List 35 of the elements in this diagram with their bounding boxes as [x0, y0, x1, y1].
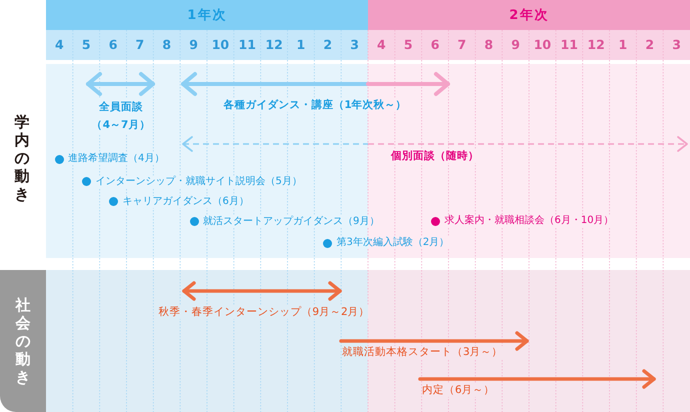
year-header-band: [46, 0, 368, 30]
row-heading: 学内の動き: [14, 113, 30, 203]
month-label: 11: [238, 38, 256, 52]
month-label: 5: [404, 38, 413, 52]
month-label: 8: [484, 38, 494, 52]
month-label: 4: [377, 38, 386, 52]
month-label: 12: [265, 38, 283, 52]
month-label: 5: [82, 38, 91, 52]
month-label: 12: [587, 38, 605, 52]
month-label: 4: [55, 38, 64, 52]
month-label: 6: [108, 38, 118, 52]
month-label: 1: [618, 38, 628, 52]
month-label: 9: [511, 38, 520, 52]
month-label: 6: [430, 38, 440, 52]
month-label: 11: [560, 38, 578, 52]
month-label: 1: [296, 38, 306, 52]
year-label: 2年次: [509, 7, 549, 24]
month-label: 8: [162, 38, 172, 52]
month-label: 2: [323, 38, 332, 52]
period-label: 就職活動本格スタート（3月～）: [342, 346, 503, 359]
row-heading: 社会の動き: [15, 296, 31, 386]
month-label: 9: [189, 38, 198, 52]
month-label: 10: [534, 38, 552, 52]
period-label: 個別面談（随時）: [391, 150, 479, 163]
month-label: 10: [212, 38, 230, 52]
year-header-band: [368, 0, 690, 30]
month-label: 7: [136, 38, 144, 52]
period-label: 秋季・春季インターンシップ（9月～2月）: [158, 306, 370, 319]
month-label: 7: [458, 38, 466, 52]
row-header-tab: [0, 270, 46, 412]
month-label: 3: [350, 38, 359, 52]
month-label: 2: [645, 38, 654, 52]
year-label: 1年次: [187, 7, 227, 24]
month-label: 3: [672, 38, 681, 52]
event-label: 第3年次編入試験（2月）: [336, 237, 450, 249]
